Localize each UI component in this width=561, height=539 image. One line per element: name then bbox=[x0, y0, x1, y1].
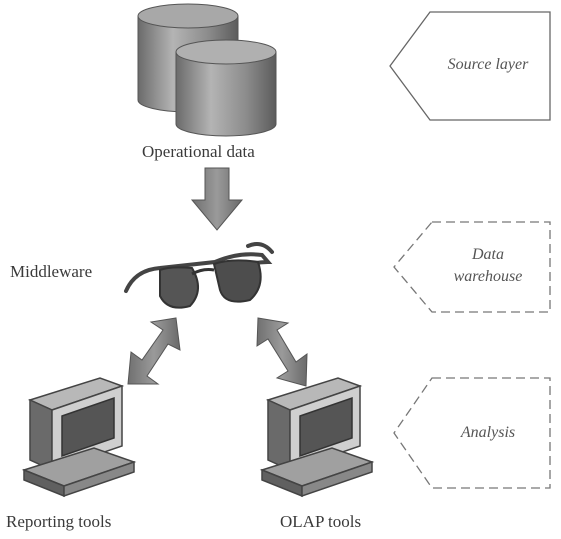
middleware-label: Middleware bbox=[10, 262, 93, 281]
source-layer-line1: Source layer bbox=[447, 56, 529, 73]
source-layer-label: Source layer bbox=[426, 54, 550, 76]
source-layer-box bbox=[389, 11, 551, 121]
analysis-layer-box bbox=[393, 377, 551, 489]
warehouse-layer-box bbox=[393, 221, 551, 313]
analysis-layer-line1: Analysis bbox=[460, 424, 516, 441]
database-icon bbox=[137, 3, 277, 137]
arrow-down-icon bbox=[190, 167, 244, 231]
analysis-layer-label: Analysis bbox=[426, 422, 550, 444]
reporting-tools-label: Reporting tools bbox=[6, 512, 112, 531]
computer-icon bbox=[21, 377, 137, 498]
warehouse-layer-line1: Data bbox=[472, 246, 504, 263]
bidirectional-arrow-icon bbox=[256, 317, 308, 387]
warehouse-layer-label: Data warehouse bbox=[426, 244, 550, 288]
bidirectional-arrow-icon bbox=[127, 317, 181, 385]
glasses-icon bbox=[124, 242, 274, 309]
olap-tools-label: OLAP tools bbox=[280, 512, 362, 531]
operational-data-label: Operational data bbox=[142, 142, 255, 161]
computer-icon bbox=[259, 377, 375, 498]
warehouse-layer-line2: warehouse bbox=[453, 268, 523, 285]
